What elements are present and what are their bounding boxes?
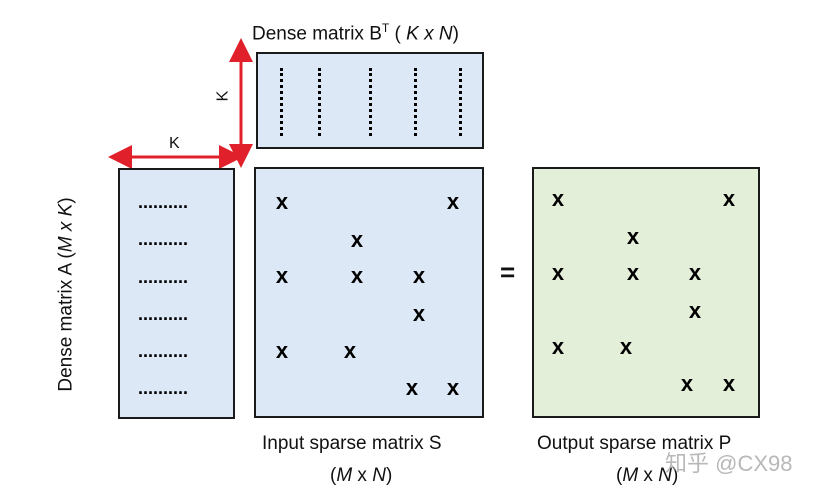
equals-sign: =	[500, 257, 516, 287]
matrix-b-column	[459, 68, 462, 136]
nonzero-mark: x	[722, 186, 736, 211]
nonzero-mark: x	[446, 189, 460, 214]
nonzero-mark: x	[680, 371, 694, 396]
matrix-b-column	[318, 68, 321, 136]
sparse-matrix-s: x x x x x x x x x x x	[254, 167, 484, 418]
nonzero-mark: x	[551, 260, 565, 285]
nonzero-mark: x	[275, 189, 289, 214]
matrix-a-row: ..........	[138, 229, 189, 249]
nonzero-mark: x	[350, 263, 364, 288]
nonzero-mark: x	[275, 263, 289, 288]
nonzero-mark: x	[275, 338, 289, 363]
nonzero-mark: x	[722, 371, 736, 396]
sparse-s-dims: (M x N)	[330, 465, 393, 486]
sparse-p-dims: (M x N)	[616, 465, 679, 486]
nonzero-mark: x	[412, 263, 426, 288]
matrix-a-row: ..........	[138, 304, 189, 324]
matrix-a: .......... .......... .......... .......…	[118, 168, 235, 419]
sparse-matrix-p: x x x x x x x x x x x	[532, 167, 760, 418]
nonzero-mark: x	[626, 260, 640, 285]
matrix-b-label: Dense matrix BT ( K x N)	[252, 21, 459, 45]
nonzero-mark: x	[350, 227, 364, 252]
matrix-a-row: ..........	[138, 267, 189, 287]
matrix-b-k-label: K	[214, 90, 232, 102]
matrix-a-row: ..........	[138, 341, 189, 361]
matrix-b-column	[369, 68, 372, 136]
nonzero-mark: x	[412, 301, 426, 326]
matrix-b	[256, 52, 484, 149]
nonzero-mark: x	[446, 375, 460, 400]
matrix-a-k-label: K	[169, 135, 180, 152]
matrix-a-row: ..........	[138, 378, 189, 398]
sparse-s-label: Input sparse matrix S	[262, 433, 442, 454]
nonzero-mark: x	[619, 334, 633, 359]
sparse-p-label: Output sparse matrix P	[537, 433, 732, 454]
watermark: 知乎 @CX98	[665, 451, 793, 476]
nonzero-mark: x	[405, 375, 419, 400]
matrix-a-label: Dense matrix A (M x K)	[55, 197, 77, 392]
matrix-b-column	[414, 68, 417, 136]
nonzero-mark: x	[626, 224, 640, 249]
nonzero-mark: x	[551, 334, 565, 359]
matrix-a-row: ..........	[138, 192, 189, 212]
matrix-b-column	[280, 68, 283, 136]
nonzero-mark: x	[551, 186, 565, 211]
nonzero-mark: x	[688, 260, 702, 285]
nonzero-mark: x	[343, 338, 357, 363]
nonzero-mark: x	[688, 298, 702, 323]
